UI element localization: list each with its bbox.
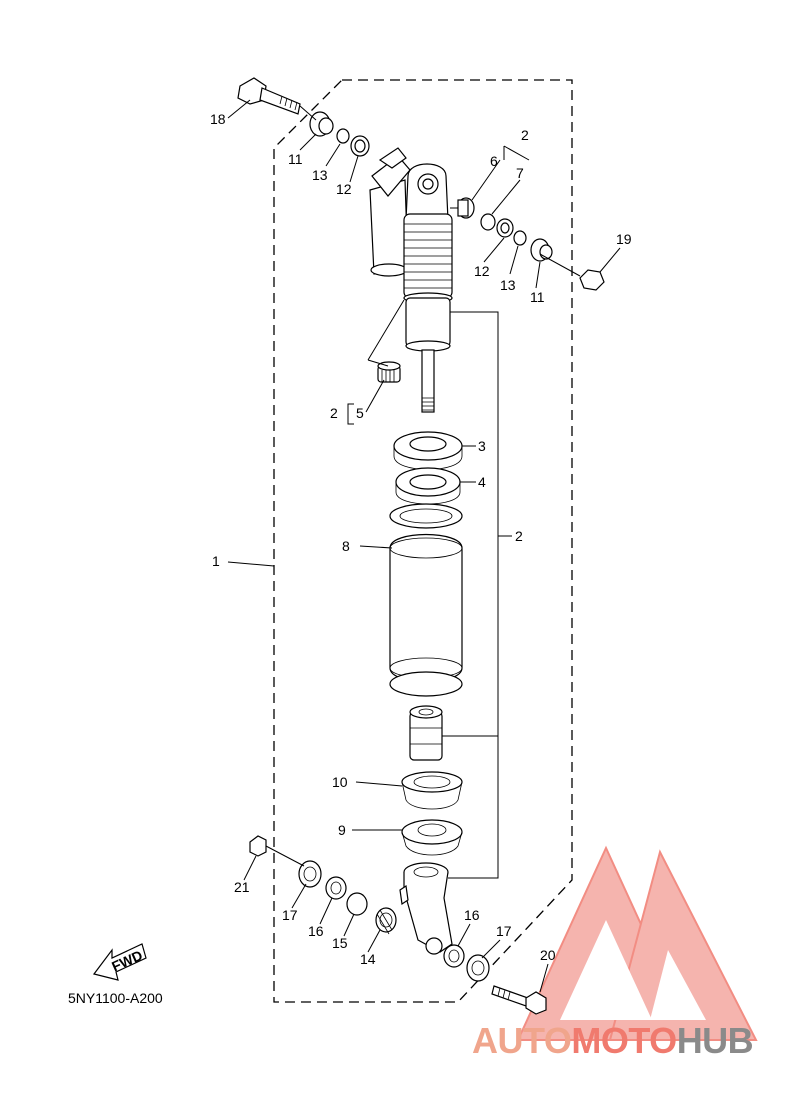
- label-16-left: 16: [308, 923, 324, 939]
- label-1: 1: [212, 553, 220, 569]
- label-2-right: 2: [515, 528, 523, 544]
- collar-11-left: [309, 111, 334, 137]
- label-18: 18: [210, 111, 226, 127]
- oil-seal-16-right: [443, 944, 465, 968]
- thrust-cover-17-right: [466, 954, 490, 982]
- thrust-cover-17-left: [298, 860, 322, 888]
- label-13-right: 13: [500, 277, 516, 293]
- label-12-right: 12: [474, 263, 490, 279]
- lower-bracket: [399, 862, 453, 955]
- label-11-left: 11: [288, 151, 303, 167]
- label-8: 8: [342, 538, 350, 554]
- watermark-logo: [516, 845, 758, 1041]
- part-labels: 18 11 13 12 2 6 7 12 13 11 19 2 5 3 4 2 …: [210, 111, 632, 967]
- o-ring-13-right: [513, 230, 527, 246]
- label-13-left: 13: [312, 167, 328, 183]
- bolt-18: [237, 77, 301, 115]
- ring-7: [480, 213, 496, 231]
- fwd-label: FWD: [109, 947, 145, 975]
- label-9: 9: [338, 822, 346, 838]
- label-2-bracket: 2: [330, 405, 338, 421]
- adjuster-ring-3: [393, 431, 463, 470]
- spring-seat-10: [401, 771, 463, 810]
- label-15: 15: [332, 935, 348, 951]
- fwd-arrow-icon: [92, 943, 147, 981]
- label-17-right: 17: [496, 923, 512, 939]
- leader-lines: [227, 99, 621, 993]
- oil-seal-16-left: [325, 876, 347, 900]
- spring-guide-9: [401, 819, 463, 856]
- label-16-right: 16: [464, 907, 480, 923]
- label-12-left: 12: [336, 181, 352, 197]
- brand-watermark: AUTOMOTOHUB: [472, 1020, 754, 1062]
- bearing-14: [375, 907, 397, 935]
- diagram-code: 5NY1100-A200: [68, 990, 163, 1006]
- spring-8: [389, 503, 463, 697]
- label-20: 20: [540, 947, 556, 963]
- shock-absorber-body: [369, 147, 453, 413]
- bearing-5: [377, 361, 401, 383]
- collar-6: [457, 197, 475, 219]
- bolt-20: [491, 985, 547, 1015]
- assembly-boundary: [273, 79, 573, 1003]
- label-14: 14: [360, 951, 376, 967]
- label-21: 21: [234, 879, 250, 895]
- brand-part-moto: MOTO: [571, 1020, 677, 1061]
- label-10: 10: [332, 774, 348, 790]
- lock-nut-4: [395, 467, 461, 505]
- label-6: 6: [490, 153, 498, 169]
- collar-11-right: [530, 238, 553, 262]
- label-17-left: 17: [282, 907, 298, 923]
- brand-part-hub: HUB: [676, 1020, 754, 1061]
- label-5: 5: [356, 405, 364, 421]
- oil-seal-12-left: [350, 135, 370, 157]
- oil-seal-12-right: [496, 218, 514, 238]
- label-3: 3: [478, 438, 486, 454]
- label-11-right: 11: [530, 289, 545, 305]
- bump-stopper: [409, 705, 443, 761]
- nut-21: [249, 835, 267, 857]
- label-19: 19: [616, 231, 632, 247]
- collar-15: [346, 892, 368, 916]
- nut-19: [579, 269, 605, 291]
- label-4: 4: [478, 474, 486, 490]
- brand-part-auto: AUTO: [472, 1020, 572, 1061]
- o-ring-13-left: [336, 128, 350, 144]
- label-2-top: 2: [521, 127, 529, 143]
- label-7: 7: [516, 165, 524, 181]
